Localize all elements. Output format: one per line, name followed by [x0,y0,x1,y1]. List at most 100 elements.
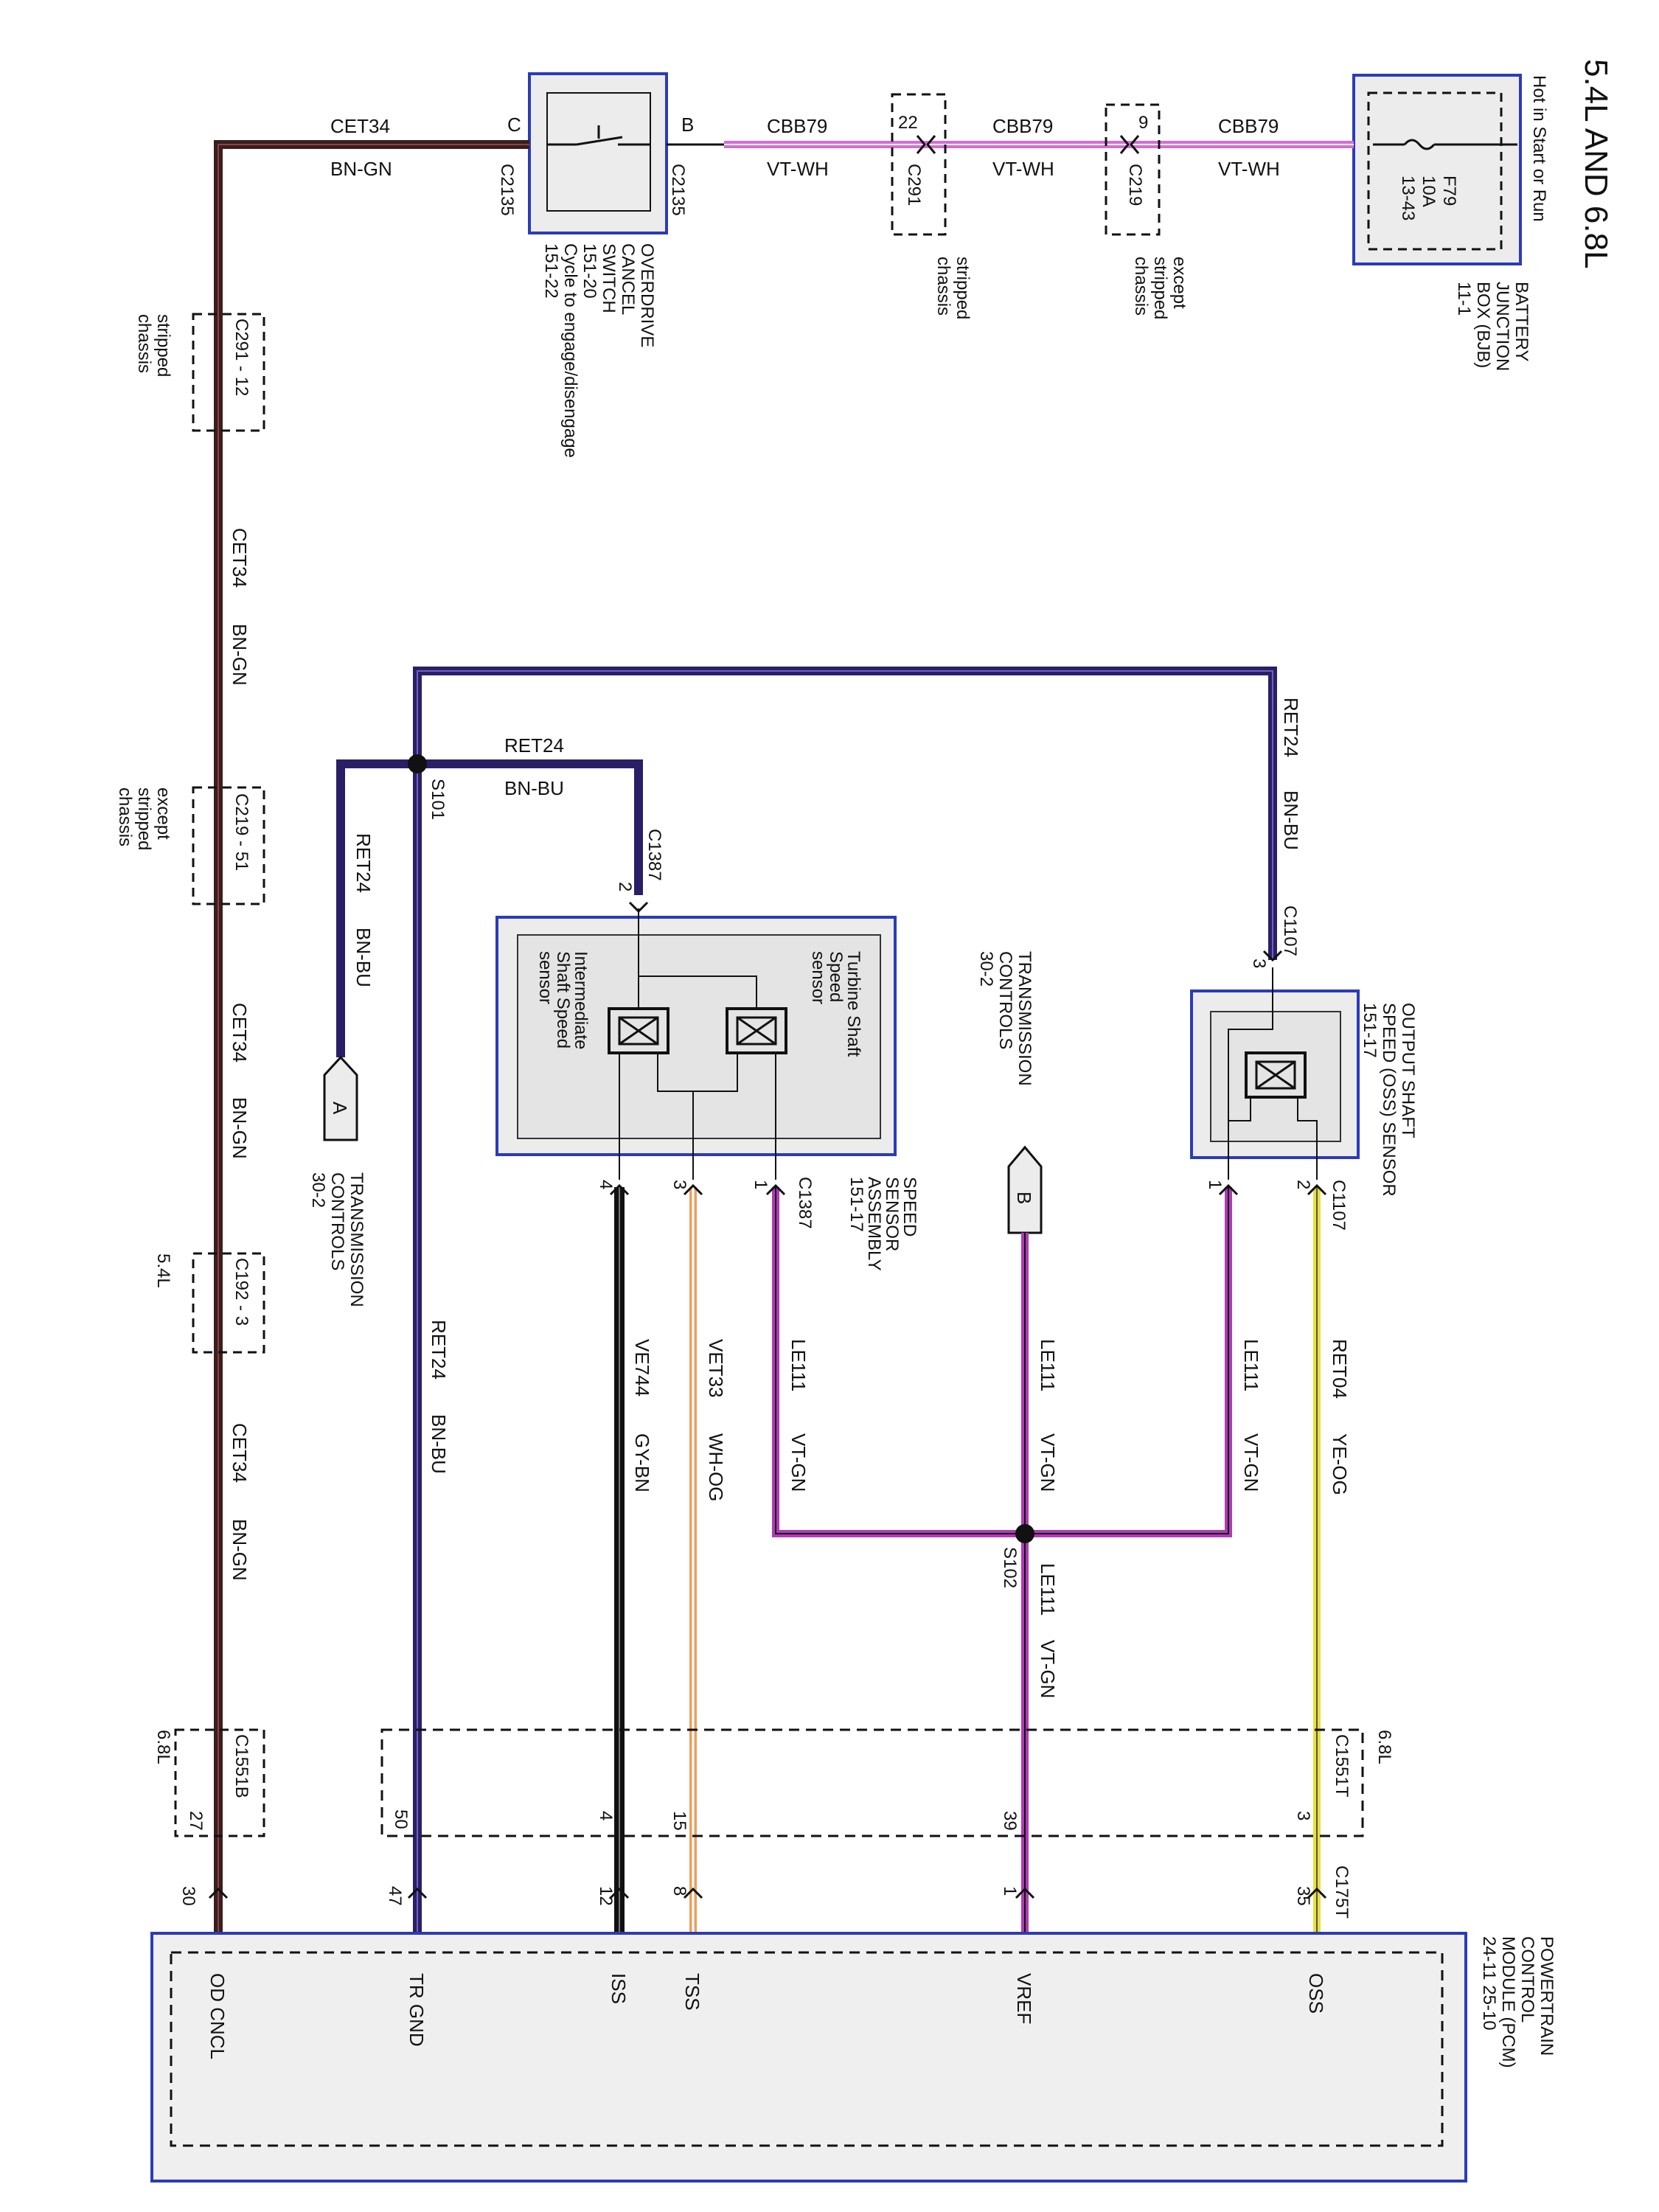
svg-text:ISS: ISS [608,1973,630,2004]
svg-text:JUNCTION: JUNCTION [1492,282,1512,371]
svg-text:S102: S102 [1000,1547,1020,1588]
svg-text:VT-GN: VT-GN [1240,1433,1262,1492]
c219-51-note: except stripped chassis [115,787,173,850]
svg-text:chassis: chassis [933,257,953,316]
od-switch-box [528,72,668,234]
svg-text:sensor: sensor [808,951,828,1004]
svg-text:CANCEL: CANCEL [618,243,638,315]
svg-text:BN-BU: BN-BU [1280,790,1302,850]
svg-text:SPEED: SPEED [900,1177,919,1237]
fuse-symbol [1403,139,1436,150]
svg-text:OSS: OSS [1305,1973,1327,2014]
svg-text:C1107: C1107 [1280,905,1300,956]
c1551b-connector [174,1728,265,1837]
svg-text:CET34: CET34 [229,528,251,588]
c291-note: stripped chassis [933,257,973,319]
svg-text:C: C [507,114,521,136]
diagram-title: 5.4L AND 6.8L [1578,59,1614,269]
svg-text:15: 15 [669,1811,689,1831]
svg-text:30-2: 30-2 [976,951,996,987]
svg-text:F79: F79 [1439,175,1459,206]
svg-text:SWITCH: SWITCH [599,243,619,313]
svg-text:C192 - 3: C192 - 3 [232,1258,251,1326]
svg-text:Hot in Start or Run: Hot in Start or Run [1529,75,1549,222]
svg-text:MODULE (PCM): MODULE (PCM) [1498,1936,1518,2068]
turbine-sensor-label: Turbine Shaft Speed sensor [808,951,863,1057]
hot-note: Hot in Start or Run [1529,75,1549,222]
svg-text:CONTROLS: CONTROLS [995,951,1015,1049]
svg-text:LE111: LE111 [1240,1339,1262,1391]
svg-text:VREF: VREF [1013,1973,1035,2024]
switch-contact-icon [547,125,650,146]
svg-text:1: 1 [1205,1180,1225,1189]
fuse-label: F79 10A 13-43 [1398,175,1459,220]
svg-text:C175T: C175T [1332,1865,1352,1919]
svg-text:SENSOR: SENSOR [882,1177,902,1251]
svg-text:50: 50 [391,1809,411,1829]
svg-text:C1551B: C1551B [232,1734,251,1798]
svg-text:30: 30 [178,1886,198,1906]
splice-s102 [1015,1524,1034,1543]
svg-text:30-2: 30-2 [308,1172,328,1208]
svg-text:GY-BN: GY-BN [631,1433,653,1492]
c219-note: except stripped chassis [1131,257,1189,319]
svg-text:2: 2 [615,882,635,891]
svg-text:1: 1 [1000,1886,1020,1896]
svg-text:11-1: 11-1 [1454,282,1474,316]
c192-3-connector [192,1252,265,1354]
svg-text:LE111: LE111 [1037,1563,1059,1615]
svg-text:C2135: C2135 [497,164,517,216]
c219-51-connector [192,786,265,905]
svg-text:BN-GN: BN-GN [330,158,392,180]
svg-text:chassis: chassis [115,787,135,846]
wire-ret24-main [413,667,1277,1947]
svg-text:C291 - 12: C291 - 12 [232,319,251,396]
svg-text:1: 1 [751,1180,771,1189]
svg-text:CET34: CET34 [229,1423,251,1483]
svg-text:A: A [329,1102,351,1115]
svg-text:151-22: 151-22 [541,243,561,299]
svg-text:RET24: RET24 [428,1320,450,1380]
svg-text:C219: C219 [1125,164,1145,206]
svg-text:VE744: VE744 [631,1339,653,1397]
wire-ret24-branch-right [417,759,643,895]
svg-text:BN-BU: BN-BU [428,1414,450,1474]
offpage-connector-b[interactable] [1007,1145,1043,1234]
pcm-label: POWERTRAIN CONTROL MODULE (PCM) 24-11 25… [1479,1936,1557,2068]
svg-text:39: 39 [1000,1811,1020,1831]
svg-text:chassis: chassis [1131,257,1151,316]
offpage-connector-a[interactable] [323,1055,358,1141]
svg-text:stripped: stripped [134,787,154,850]
svg-text:C219 - 51: C219 - 51 [232,793,251,871]
svg-text:5.4L: 5.4L [153,1253,173,1288]
oss-sensor-label: OUTPUT SHAFT SPEED (OSS) SENSOR 151-17 [1360,1003,1418,1197]
svg-text:B: B [1013,1192,1035,1204]
svg-text:SPEED (OSS) SENSOR: SPEED (OSS) SENSOR [1379,1003,1399,1197]
svg-text:CET34: CET34 [229,1003,251,1062]
svg-text:BN-BU: BN-BU [504,777,564,799]
svg-text:22: 22 [898,113,918,133]
svg-text:TRANSMISSION: TRANSMISSION [1015,951,1034,1086]
svg-text:LE111: LE111 [787,1339,810,1391]
svg-text:47: 47 [385,1886,405,1906]
svg-text:TRANSMISSION: TRANSMISSION [347,1172,366,1307]
svg-text:LE111: LE111 [1037,1339,1059,1391]
svg-text:Speed: Speed [826,951,846,1002]
svg-text:BN-BU: BN-BU [352,928,375,987]
wire-cet34 [214,140,529,1947]
svg-text:3: 3 [1293,1811,1313,1820]
svg-text:stripped: stripped [153,314,173,377]
svg-text:C1387: C1387 [644,829,664,881]
svg-text:OD CNCL: OD CNCL [206,1973,229,2059]
svg-text:BOX (BJB): BOX (BJB) [1473,282,1493,368]
svg-text:C291: C291 [904,164,924,206]
svg-text:CONTROL: CONTROL [1517,1936,1537,2023]
svg-text:WH-OG: WH-OG [705,1433,727,1501]
svg-text:VT-WH: VT-WH [1218,158,1280,180]
page-title: 5.4L AND 6.8L [1578,59,1614,269]
svg-text:Intermediate: Intermediate [571,951,591,1049]
c291-12-connector [192,313,265,432]
svg-text:BN-GN: BN-GN [229,1097,251,1159]
svg-text:BN-GN: BN-GN [229,624,251,686]
svg-text:B: B [681,114,694,136]
